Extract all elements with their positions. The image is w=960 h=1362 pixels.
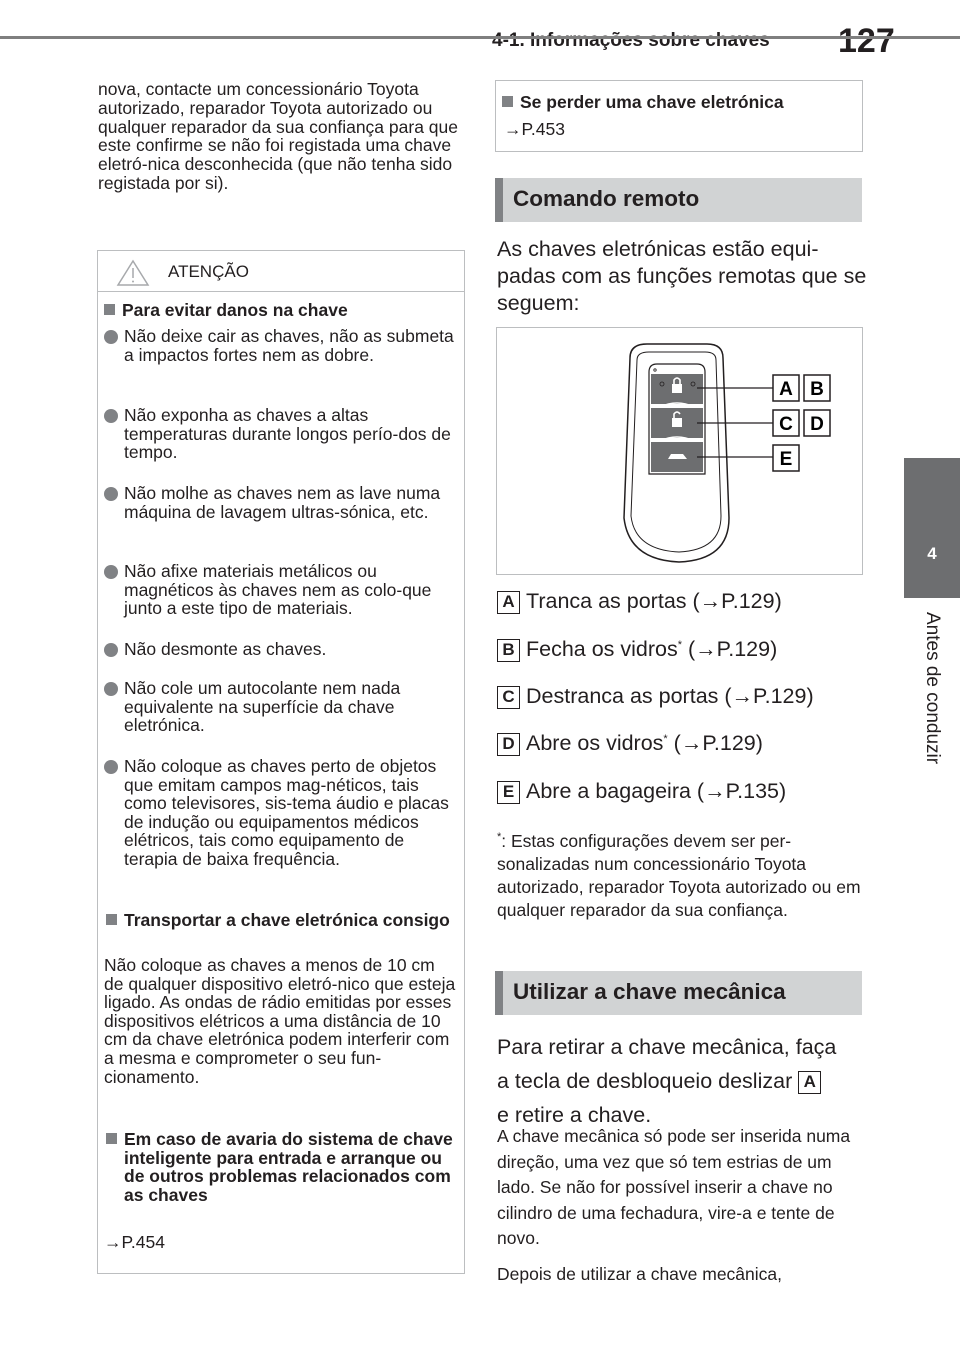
- footnote: *: Estas configurações devem ser per-son…: [497, 830, 861, 920]
- bullet-icon: [104, 682, 118, 696]
- lost-key-box: Se perder uma chave eletrónica →P.453: [495, 80, 863, 152]
- chapter-label-text: Antes de conduzir: [922, 612, 943, 765]
- warning-triangle-icon: [116, 259, 150, 286]
- page-number: 127: [838, 22, 895, 60]
- warning-section-title: Em caso de avaria do sistema de chave in…: [104, 1130, 456, 1204]
- item-label: C: [497, 685, 520, 709]
- warning-bullet: Não cole um autocolante nem nada equival…: [104, 679, 456, 735]
- warning-bullet: Não exponha as chaves a altas temperatur…: [104, 406, 456, 462]
- key-fob-drawing: A B C D E: [623, 343, 831, 563]
- key-fob-illustration: A B C D E: [496, 327, 863, 575]
- warning-section-title: Transportar a chave eletrónica consigo: [104, 911, 456, 930]
- warning-bullet: Não deixe cair as chaves, não as submeta…: [104, 327, 456, 364]
- callout-d: D: [810, 414, 824, 435]
- warning-bullet: Não desmonte as chaves.: [104, 640, 456, 659]
- item-label: D: [497, 732, 520, 756]
- header-title: 4-1. Informações sobre chaves: [492, 30, 770, 51]
- callout-a: A: [779, 379, 793, 400]
- warning-section-ref: →P.454: [104, 1232, 165, 1252]
- mechanical-paragraph-continued: Depois de utilizar a chave mecânica,: [497, 1264, 783, 1284]
- warning-section-text: Não coloque as chaves a menos de 10 cm d…: [104, 955, 456, 1087]
- warning-bullet: Não coloque as chaves perto de objetos q…: [104, 757, 456, 869]
- bullet-icon: [104, 330, 118, 344]
- header-rule: [0, 36, 960, 39]
- warning-box: ATENÇÃO Para evitar danos na chave Não d…: [97, 250, 465, 1274]
- bullet-icon: [104, 487, 118, 501]
- item-label: E: [497, 780, 520, 804]
- bullet-icon: [104, 760, 118, 774]
- section-heading-remote: Comando remoto: [495, 178, 862, 222]
- section-heading-mechanical-key: Utilizar a chave mecânica: [495, 971, 862, 1015]
- square-bullet-icon: [502, 96, 513, 107]
- mechanical-intro: Para retirar a chave mecânica, faça a te…: [497, 1035, 837, 1127]
- warning-title: ATENÇÃO: [168, 262, 249, 281]
- square-bullet-icon: [106, 914, 117, 925]
- callout-e: E: [780, 449, 793, 470]
- warning-bullet: Não afixe materiais metálicos ou magnéti…: [104, 562, 456, 618]
- lost-key-ref: →P.453: [504, 119, 565, 139]
- warning-bullet: Não molhe as chaves nem as lave numa máq…: [104, 484, 456, 521]
- bullet-icon: [104, 409, 118, 423]
- callout-b: B: [810, 379, 824, 400]
- warning-section-title: Para evitar danos na chave: [104, 301, 456, 320]
- bullet-icon: [104, 565, 118, 579]
- item-label: A: [798, 1070, 822, 1094]
- chapter-tab: 4: [904, 458, 960, 598]
- chapter-label: Antes de conduzir: [912, 612, 952, 787]
- item-label: A: [497, 590, 520, 614]
- mechanical-paragraph: A chave mecânica só pode ser inserida nu…: [497, 1126, 851, 1248]
- square-bullet-icon: [106, 1133, 117, 1144]
- square-bullet-icon: [104, 304, 115, 315]
- callout-c: C: [779, 414, 793, 435]
- intro-paragraph: nova, contacte um concessionário Toyota …: [98, 79, 458, 193]
- item-label: B: [497, 638, 520, 662]
- chapter-number: 4: [927, 544, 937, 563]
- lost-key-title: Se perder uma chave eletrónica: [502, 92, 784, 113]
- bullet-icon: [104, 643, 118, 657]
- warning-header: ATENÇÃO: [98, 251, 464, 292]
- remote-intro: As chaves eletrónicas estão equi-padas c…: [497, 237, 867, 315]
